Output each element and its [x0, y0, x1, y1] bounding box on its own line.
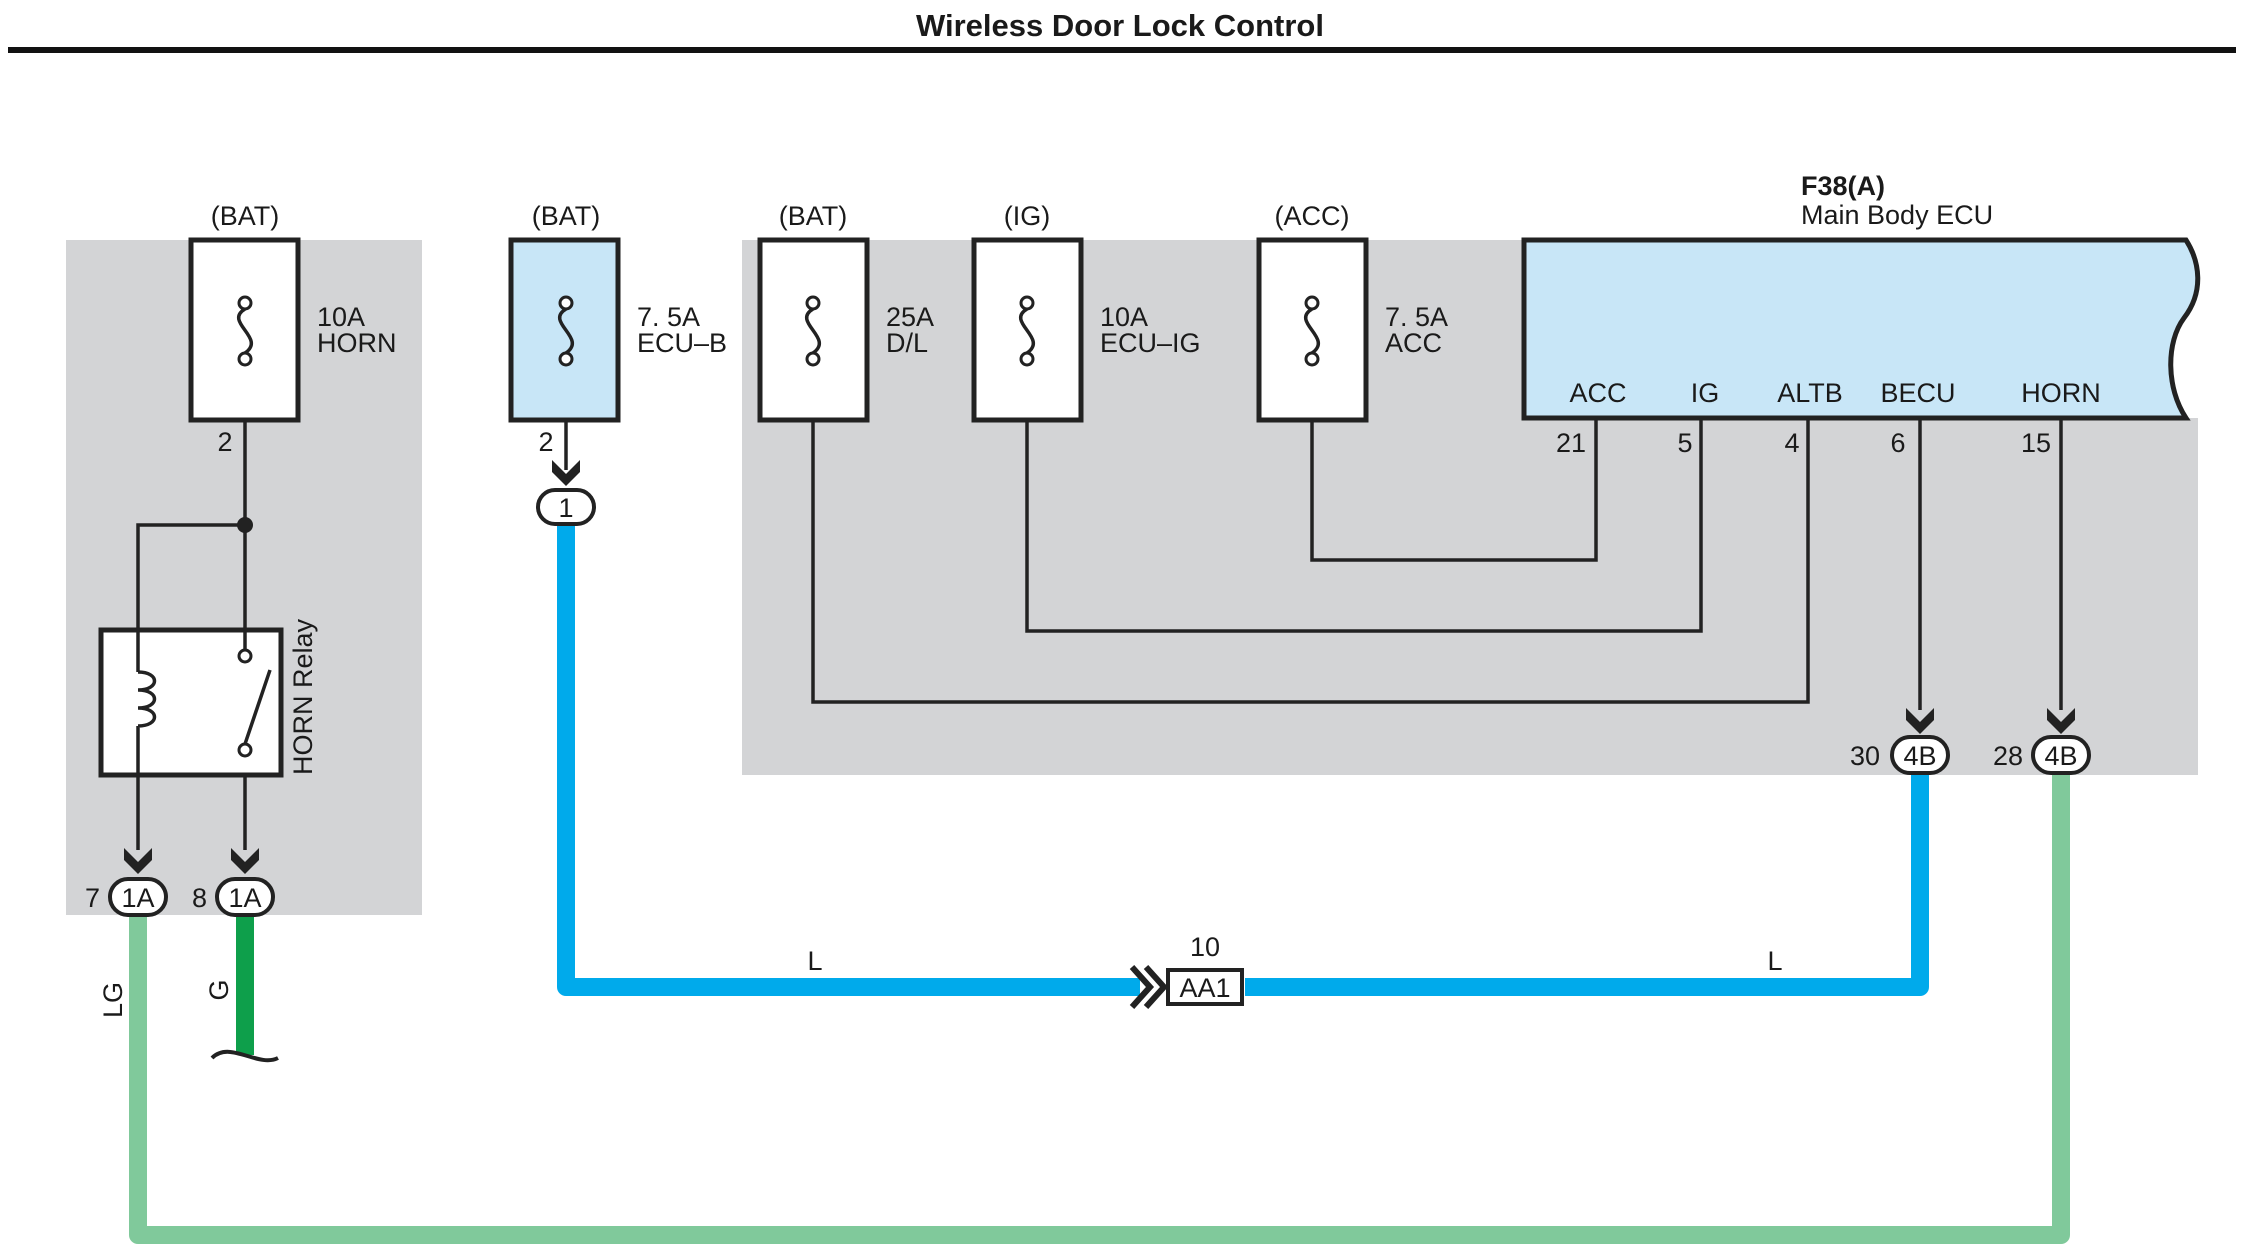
- connector-4b-28: 4B 28: [1993, 735, 2091, 775]
- fuse-rating: 7. 5A: [637, 302, 700, 332]
- wire-ecuig-ig: [1025, 375, 1703, 633]
- fuse-pin: 2: [217, 427, 232, 457]
- horn-relay: HORN Relay: [98, 618, 318, 778]
- relay-coil-icon: [136, 630, 157, 775]
- wire-label-G: G: [204, 979, 234, 1000]
- fuse-name: HORN: [317, 328, 397, 358]
- fuse-rating: 10A: [317, 302, 365, 332]
- connector-4b-30: 4B 30: [1850, 735, 1950, 775]
- svg-text:4B: 4B: [2044, 741, 2077, 771]
- ecu-terminal-name: BECU: [1880, 378, 1955, 408]
- wire-LG: [129, 770, 2070, 1244]
- ecu-terminal-pin: 4: [1784, 428, 1799, 458]
- svg-text:1A: 1A: [228, 883, 261, 913]
- diagram-title: Wireless Door Lock Control: [916, 8, 1324, 43]
- svg-text:1: 1: [558, 493, 573, 523]
- connector-1: 1: [536, 488, 596, 526]
- ecu-terminal-name: ALTB: [1777, 378, 1843, 408]
- svg-text:10: 10: [1190, 932, 1220, 962]
- fuse-ecu-ig: (IG) 10A ECU–IG: [971, 201, 1201, 423]
- fuse-ecu-b: (BAT) 7. 5A ECU–B 2: [508, 201, 727, 457]
- wire-dl-altb: [811, 375, 1810, 704]
- ecu-name: Main Body ECU: [1801, 200, 1993, 230]
- fuse-source: (BAT): [779, 201, 848, 231]
- wire-label-LG: LG: [98, 982, 128, 1018]
- fuse-name: D/L: [886, 328, 928, 358]
- wire-acc-acc: [1310, 375, 1598, 562]
- fuse-source: (ACC): [1275, 201, 1350, 231]
- relay-switch-icon: [243, 669, 272, 745]
- wire-label-L: L: [807, 946, 822, 976]
- relay-label: HORN Relay: [288, 618, 318, 775]
- ecu-terminal-name: IG: [1691, 378, 1720, 408]
- connector-1a-8: 1A 8: [192, 877, 275, 917]
- fuse-dl: (BAT) 25A D/L: [757, 201, 934, 423]
- splice-point: [237, 517, 253, 533]
- fuse-horn: (BAT) 10A HORN 2: [188, 201, 397, 457]
- svg-text:28: 28: [1993, 741, 2023, 771]
- fuse-source: (BAT): [211, 201, 280, 231]
- wire-label-L: L: [1767, 946, 1782, 976]
- ecu-terminal-name: ACC: [1569, 378, 1626, 408]
- fuse-pin: 2: [538, 427, 553, 457]
- fuse-name: ECU–IG: [1100, 328, 1201, 358]
- ecu-terminal-pin: 21: [1556, 428, 1586, 458]
- ecu-terminal-pin: 5: [1677, 428, 1692, 458]
- fuse-name: ACC: [1385, 328, 1442, 358]
- connector-aa1: AA1 10: [1129, 932, 1244, 1010]
- ecu-terminal-pin: 15: [2021, 428, 2051, 458]
- wire-G-break: [210, 1049, 279, 1063]
- fuse-rating: 7. 5A: [1385, 302, 1448, 332]
- svg-text:7: 7: [85, 883, 100, 913]
- fuse-rating: 10A: [1100, 302, 1148, 332]
- fuse-rating: 25A: [886, 302, 934, 332]
- wire-horn-relay-coil: [136, 523, 245, 632]
- svg-text:AA1: AA1: [1179, 973, 1230, 1003]
- fuse-acc: (ACC) 7. 5A ACC: [1256, 201, 1448, 423]
- svg-text:30: 30: [1850, 741, 1880, 771]
- fuse-source: (BAT): [532, 201, 601, 231]
- connector-1a-7: 1A 7: [85, 877, 168, 917]
- fuse-source: (IG): [1004, 201, 1051, 231]
- wire-L: [557, 510, 1929, 996]
- main-body-ecu: F38(A) Main Body ECU ACC IG ALTB BECU HO…: [1521, 171, 2201, 458]
- ecu-code: F38(A): [1801, 171, 1885, 201]
- fuse-name: ECU–B: [637, 328, 727, 358]
- ecu-terminal-pin: 6: [1890, 428, 1905, 458]
- svg-text:8: 8: [192, 883, 207, 913]
- panel-ecu-area: [742, 240, 2198, 775]
- ecu-terminal-name: HORN: [2021, 378, 2101, 408]
- svg-text:1A: 1A: [121, 883, 154, 913]
- svg-text:4B: 4B: [1903, 741, 1936, 771]
